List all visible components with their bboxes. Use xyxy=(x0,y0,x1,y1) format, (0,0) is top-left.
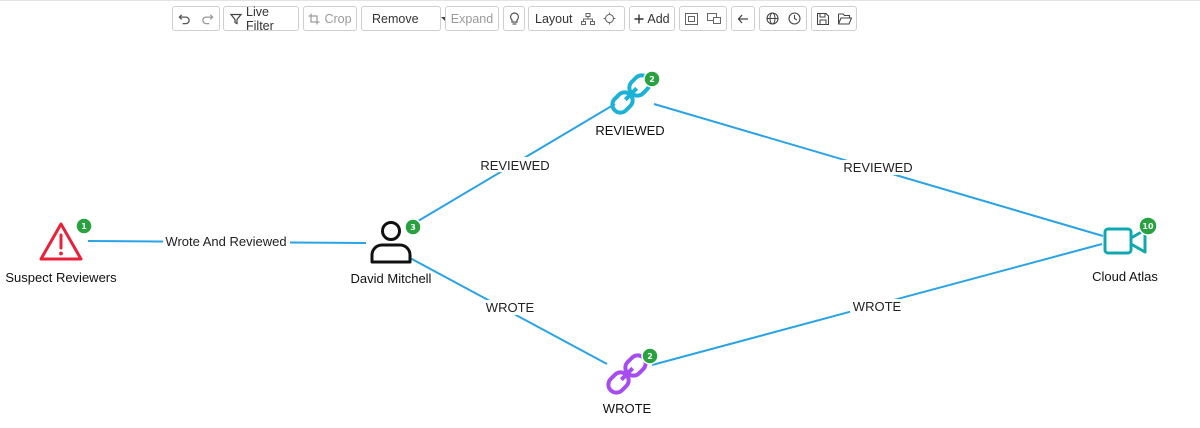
add-label: Add xyxy=(647,11,670,26)
edge-label-david-wrote: WROTE xyxy=(483,300,537,315)
crop-icon xyxy=(308,13,320,25)
node-label: REVIEWED xyxy=(595,123,664,138)
edge-label-wrote-cloud: WROTE xyxy=(850,299,905,314)
arrow-left-icon xyxy=(737,14,749,24)
clock-icon[interactable] xyxy=(787,12,801,25)
remove-button[interactable]: Remove xyxy=(372,11,419,26)
hierarchy-icon[interactable] xyxy=(580,12,595,25)
svg-text:2: 2 xyxy=(649,75,655,84)
layout-button[interactable]: Layout xyxy=(535,11,573,26)
crop-button[interactable]: Crop xyxy=(303,6,357,31)
svg-text:REVIEWED: REVIEWED xyxy=(843,160,912,175)
node-badge: 2 xyxy=(641,347,659,365)
node-reviewed[interactable]: 2 REVIEWED xyxy=(595,70,665,138)
undo-icon[interactable] xyxy=(178,12,191,25)
top-divider xyxy=(0,0,1200,1)
node-label: David Mitchell xyxy=(351,271,432,286)
svg-text:REVIEWED: REVIEWED xyxy=(480,158,549,173)
filter-icon xyxy=(230,13,242,25)
node-badge: 1 xyxy=(75,217,93,235)
remove-button-group: Remove xyxy=(361,6,449,31)
live-filter-button[interactable]: Live Filter xyxy=(223,4,299,33)
fit-screen-icon[interactable] xyxy=(685,12,698,25)
edge-label-reviewed-cloud: REVIEWED xyxy=(840,160,916,175)
save-icon[interactable] xyxy=(816,12,829,25)
node-badge: 10 xyxy=(1138,216,1158,236)
node-david-mitchell[interactable]: 3 David Mitchell xyxy=(351,218,432,286)
edge-label-wrote-and-reviewed: Wrote And Reviewed xyxy=(163,234,290,249)
folder-open-icon[interactable] xyxy=(837,12,852,25)
svg-text:1: 1 xyxy=(81,222,87,231)
svg-text:WROTE: WROTE xyxy=(853,299,902,314)
node-label: Suspect Reviewers xyxy=(5,270,117,285)
warning-icon xyxy=(39,222,83,261)
video-icon xyxy=(1103,227,1147,255)
expand-label: Expand xyxy=(450,11,494,26)
node-badge: 2 xyxy=(643,70,661,88)
link-icon xyxy=(606,353,648,395)
svg-text:10: 10 xyxy=(1142,222,1154,231)
crop-label: Crop xyxy=(324,11,352,26)
svg-text:3: 3 xyxy=(410,223,416,232)
back-button[interactable] xyxy=(731,6,755,31)
plus-icon xyxy=(634,14,644,24)
node-cloud-atlas[interactable]: 10 Cloud Atlas xyxy=(1092,216,1158,284)
svg-text:Wrote And Reviewed: Wrote And Reviewed xyxy=(165,234,286,249)
node-suspect-reviewers[interactable]: 1 Suspect Reviewers xyxy=(5,217,117,285)
node-label: Cloud Atlas xyxy=(1092,269,1158,284)
svg-text:2: 2 xyxy=(647,352,653,361)
map-time-group xyxy=(759,6,807,31)
svg-text:WROTE: WROTE xyxy=(486,300,535,315)
person-icon xyxy=(370,221,412,264)
file-group xyxy=(811,6,857,31)
screens-icon[interactable] xyxy=(707,12,721,25)
node-label: WROTE xyxy=(603,401,652,416)
crosshair-icon[interactable] xyxy=(603,12,616,25)
hint-button[interactable] xyxy=(503,6,525,31)
edge-label-david-reviewed: REVIEWED xyxy=(478,157,552,173)
globe-icon[interactable] xyxy=(765,12,779,25)
undo-redo-group xyxy=(172,6,220,31)
node-badge: 3 xyxy=(404,218,422,236)
layout-group: Layout xyxy=(528,6,625,31)
view-group xyxy=(679,6,727,31)
add-button[interactable]: Add xyxy=(629,6,675,31)
lightbulb-icon xyxy=(509,11,520,26)
live-filter-label: Live Filter xyxy=(246,4,274,33)
redo-icon[interactable] xyxy=(201,12,214,25)
expand-button[interactable]: Expand xyxy=(445,6,499,31)
node-wrote[interactable]: 2 WROTE xyxy=(603,347,659,416)
